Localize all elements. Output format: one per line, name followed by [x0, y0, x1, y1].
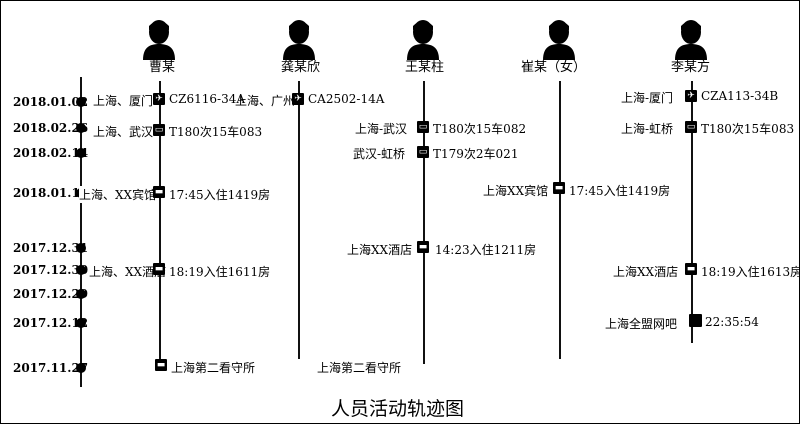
person-name: 崔某（女）	[521, 60, 587, 75]
event-place: 上海-武汉	[355, 122, 408, 136]
date-label: 2018.02.26	[13, 121, 89, 135]
avatar-icon	[673, 18, 709, 60]
event-place: 上海-虹桥	[621, 122, 674, 136]
date-label: 2018.01.19	[13, 186, 89, 200]
plane-icon: ✈	[292, 93, 304, 105]
date-dot	[76, 97, 86, 107]
person-name: 曹某	[149, 60, 176, 75]
hotel-icon: ▬	[153, 263, 165, 275]
avatar-icon	[141, 18, 177, 60]
event-place: 上海、武汉	[93, 125, 154, 139]
detention-icon: ▬	[155, 359, 167, 371]
event-place: 上海、XX宾馆	[79, 186, 157, 203]
plane-icon: ✈	[153, 93, 165, 105]
person-track	[298, 81, 300, 359]
event-detail: 22:35:54	[705, 315, 759, 329]
hotel-icon: ▬	[685, 263, 697, 275]
train-icon: ▭	[153, 124, 165, 136]
date-axis	[80, 77, 82, 387]
event-place: 上海、XX酒店	[89, 265, 167, 279]
person-name: 李某方	[671, 60, 711, 75]
date-dot	[76, 289, 86, 299]
date-label: 2017.12.31	[13, 241, 89, 255]
date-label: 2017.12.12	[13, 316, 89, 330]
event-detail: T180次15车083	[169, 125, 263, 139]
event-detail: CZA113-34B	[701, 89, 779, 103]
hotel-icon: ▬	[417, 241, 429, 253]
event-detail: T179次2车021	[433, 147, 519, 161]
train-icon: ▭	[685, 121, 697, 133]
hotel-icon: ▬	[553, 182, 565, 194]
event-detail: T180次15车083	[701, 122, 795, 136]
person-track	[691, 81, 693, 343]
person-name: 龚某欣	[281, 60, 321, 75]
date-dot	[76, 148, 86, 158]
event-place: 上海、厦门	[93, 94, 154, 108]
plane-icon: ✈	[685, 90, 697, 102]
event-detail: 上海第二看守所	[171, 361, 256, 375]
event-detail: 17:45入住1419房	[169, 188, 271, 202]
train-icon: ▭	[417, 146, 429, 158]
avatar-icon	[405, 18, 441, 60]
event-detail: 18:19入住1613房	[701, 265, 800, 279]
event-detail: 14:23入住1211房	[435, 243, 537, 257]
diagram-title: 人员活动轨迹图	[331, 398, 465, 420]
date-dot	[76, 363, 86, 373]
person-track	[559, 81, 561, 359]
event-place: 上海XX酒店	[347, 243, 413, 257]
avatar-icon	[281, 18, 317, 60]
date-label: 2017.12.29	[13, 287, 89, 301]
date-dot	[76, 243, 86, 253]
internet-cafe-icon	[689, 314, 702, 327]
date-label: 2018.02.14	[13, 146, 89, 160]
person-track	[159, 81, 161, 371]
date-dot	[76, 318, 86, 328]
hotel-icon: ▬	[153, 186, 165, 198]
person-name: 王某柱	[405, 60, 445, 75]
event-detail: 上海第二看守所	[317, 361, 402, 375]
date-dot	[76, 265, 86, 275]
date-label: 2018.01.02	[13, 95, 89, 109]
person-track	[423, 81, 425, 364]
event-detail: 18:19入住1611房	[169, 265, 271, 279]
date-label: 2017.12.30	[13, 263, 89, 277]
event-place: 上海XX宾馆	[483, 184, 549, 198]
event-detail: T180次15车082	[433, 122, 527, 136]
event-place: 上海全盟网吧	[605, 317, 678, 331]
avatar-icon	[541, 18, 577, 60]
event-place: 上海XX酒店	[613, 265, 679, 279]
date-label: 2017.11.27	[13, 361, 89, 375]
event-place: 武汉-虹桥	[353, 147, 406, 161]
event-detail: CZ6116-34A	[169, 92, 246, 106]
train-icon: ▭	[417, 121, 429, 133]
event-detail: 17:45入住1419房	[569, 184, 671, 198]
event-place: 上海-厦门	[621, 91, 674, 105]
date-dot	[76, 123, 86, 133]
event-detail: CA2502-14A	[308, 92, 385, 106]
event-place: 上海、广州	[235, 94, 296, 108]
